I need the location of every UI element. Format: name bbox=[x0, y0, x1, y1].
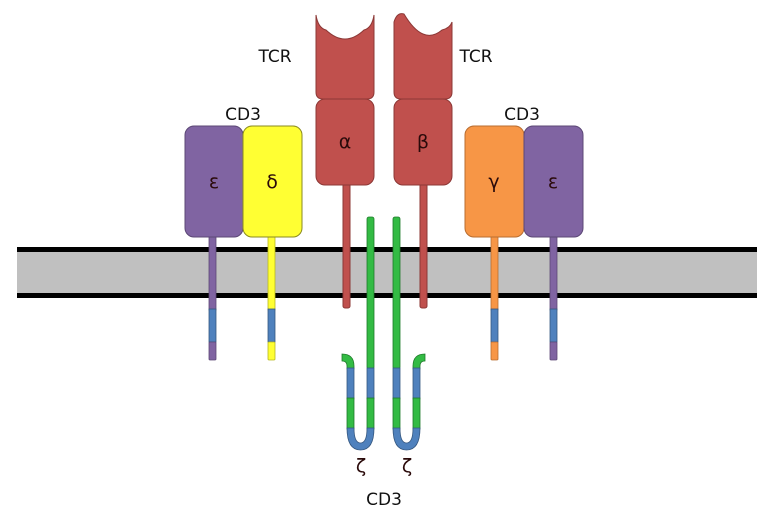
cd3-label-bottom: CD3 bbox=[366, 490, 402, 510]
cd3-label-left: CD3 bbox=[225, 105, 261, 125]
cd3-label-right: CD3 bbox=[504, 105, 540, 125]
cd3-zeta-left-label: ζ bbox=[356, 455, 366, 477]
itam-segment bbox=[392, 367, 401, 400]
membrane-bilayer bbox=[17, 250, 757, 295]
tcr-label-right: TCR bbox=[458, 47, 492, 67]
cd3-gamma-tail bbox=[490, 234, 499, 361]
tcr-label-left: TCR bbox=[257, 47, 291, 67]
cd3-gamma-epsilon-dimer: CD3 γ ε bbox=[464, 105, 584, 361]
tcr-alpha-label: α bbox=[339, 131, 352, 153]
cell-membrane bbox=[17, 247, 757, 298]
cd3-delta-domain bbox=[242, 125, 303, 238]
tcr-beta-stalk bbox=[419, 179, 428, 309]
cd3-epsilon-right-domain bbox=[523, 125, 584, 238]
tcr-alpha-chain: α bbox=[315, 14, 375, 309]
itam-segment bbox=[490, 308, 499, 343]
tcr-beta-label: β bbox=[417, 131, 429, 153]
itam-segment bbox=[267, 308, 276, 343]
cd3-epsilon-right-tail bbox=[549, 234, 558, 361]
itam-segment bbox=[366, 367, 375, 400]
itam-segment bbox=[346, 427, 375, 451]
tcr-beta-chain: β bbox=[393, 13, 453, 309]
tcr-beta-variable-domain bbox=[393, 13, 453, 100]
membrane-inner-line bbox=[17, 293, 757, 298]
tcr-beta-constant-domain bbox=[393, 98, 453, 186]
itam-segment bbox=[392, 427, 421, 451]
cd3-zeta-dimer: ζ ζ CD3 bbox=[341, 216, 426, 510]
cd3-epsilon-right-label: ε bbox=[548, 171, 558, 193]
cd3-zeta-right: ζ bbox=[392, 216, 426, 477]
tcr-alpha-variable-domain bbox=[315, 14, 375, 100]
cd3-epsilon-left-label: ε bbox=[209, 171, 219, 193]
membrane-outer-line bbox=[17, 247, 757, 252]
itam-segment bbox=[412, 367, 421, 400]
cd3-gamma-label: γ bbox=[488, 171, 499, 193]
itam-segment bbox=[549, 308, 558, 343]
tcr-alpha-stalk bbox=[342, 179, 351, 309]
itam-segment bbox=[346, 367, 355, 400]
itam-segment bbox=[208, 308, 217, 343]
cd3-zeta-left: ζ bbox=[341, 216, 375, 477]
tcr-alpha-constant-domain bbox=[315, 98, 375, 186]
cd3-delta-label: δ bbox=[266, 171, 278, 193]
cd3-epsilon-delta-dimer: CD3 ε δ bbox=[184, 105, 303, 361]
cd3-zeta-right-label: ζ bbox=[402, 455, 412, 477]
cd3-delta-tail bbox=[267, 234, 276, 361]
cd3-epsilon-left-tail bbox=[208, 234, 217, 361]
